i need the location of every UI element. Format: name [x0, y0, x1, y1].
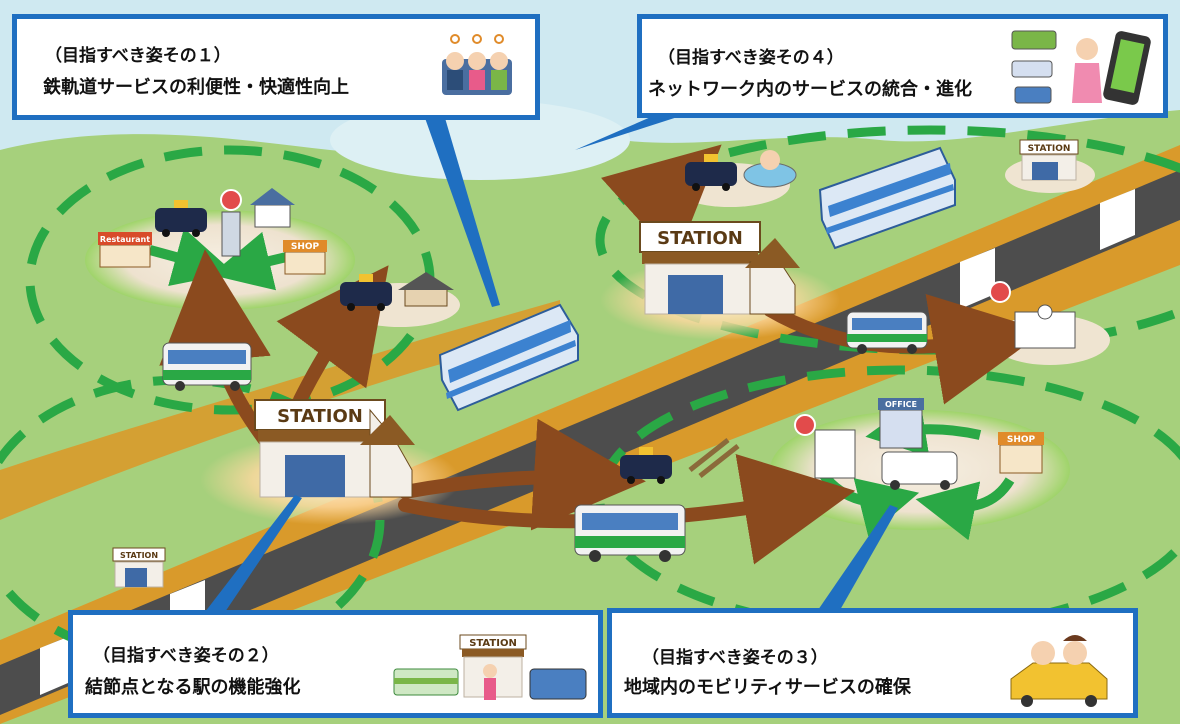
- shop-right: SHOP: [998, 432, 1044, 474]
- station-small-label: STATION: [1028, 144, 1071, 154]
- school: [989, 281, 1076, 349]
- callout-goal3-title: （目指すべき姿その３）: [642, 648, 828, 668]
- onsen-bath: [743, 150, 797, 188]
- lake: [330, 100, 630, 180]
- pointer-goal2: [205, 495, 302, 612]
- callout-goal1-title: （目指すべき姿その１）: [45, 46, 231, 66]
- callout-goal4-text: ネットワーク内のサービスの統合・進化: [648, 79, 972, 100]
- taxi-riders-icon: [1010, 635, 1108, 707]
- taxi-left: [155, 200, 207, 237]
- taxi-onsen: [685, 154, 737, 191]
- callout-goal3: （目指すべき姿その３） 地域内のモビリティサービスの確保: [607, 608, 1138, 718]
- station-tiny-label: STATION: [120, 551, 158, 560]
- van: [881, 451, 958, 490]
- callout-goal2-text: 結節点となる駅の機能強化: [85, 677, 301, 698]
- callout-goal1-text: 鉄軌道サービスの利便性・快適性向上: [43, 77, 349, 98]
- callout-goal4: （目指すべき姿その４） ネットワーク内のサービスの統合・進化: [637, 14, 1168, 118]
- taxi-center: [620, 447, 672, 484]
- station-upper-label: STATION: [657, 228, 743, 249]
- station-small-topright: STATION: [1019, 139, 1079, 181]
- house-left: [250, 188, 295, 228]
- station-main: STATION: [254, 399, 415, 498]
- maas-app-icon: [1011, 30, 1151, 105]
- pointer-goal3: [818, 505, 898, 610]
- office-sign: OFFICE: [885, 400, 917, 409]
- pointer-goal4: [575, 113, 690, 150]
- shop-right-sign: SHOP: [1007, 435, 1036, 445]
- callout-goal2: （目指すべき姿その２） 結節点となる駅の機能強化 STATION: [68, 610, 603, 718]
- restaurant-sign: Restaurant: [100, 235, 150, 244]
- office-building: OFFICE: [878, 398, 924, 449]
- bus-center: [574, 504, 686, 562]
- callout-goal1: （目指すべき姿その１） 鉄軌道サービスの利便性・快適性向上: [12, 14, 540, 120]
- fish-skewer: [688, 438, 740, 478]
- train-lower: [438, 303, 579, 412]
- station-tiny-bottomleft: STATION: [112, 547, 166, 588]
- shop-left-sign: SHOP: [291, 242, 320, 252]
- bus-left: [162, 342, 252, 391]
- bus-right: [846, 311, 928, 354]
- callout-goal4-title: （目指すべき姿その４）: [658, 48, 844, 68]
- callout-station-label: STATION: [469, 638, 517, 649]
- restaurant-building: Restaurant: [98, 232, 152, 268]
- callout-goal2-title: （目指すべき姿その２）: [93, 646, 279, 666]
- temple: [398, 272, 454, 307]
- station-main-label: STATION: [277, 406, 363, 427]
- bus-stop-left: [220, 189, 242, 257]
- pointer-goal1: [425, 118, 500, 307]
- passengers-icon: [442, 34, 512, 95]
- station-hub-icon: STATION: [393, 634, 587, 700]
- station-upper: STATION: [639, 221, 800, 315]
- taxi-mid: [340, 274, 392, 311]
- shop-left: SHOP: [283, 240, 327, 275]
- callout-goal3-text: 地域内のモビリティサービスの確保: [624, 677, 911, 698]
- train-upper: [818, 146, 956, 250]
- hospital: [794, 414, 856, 479]
- pointer-shapes: [205, 113, 898, 612]
